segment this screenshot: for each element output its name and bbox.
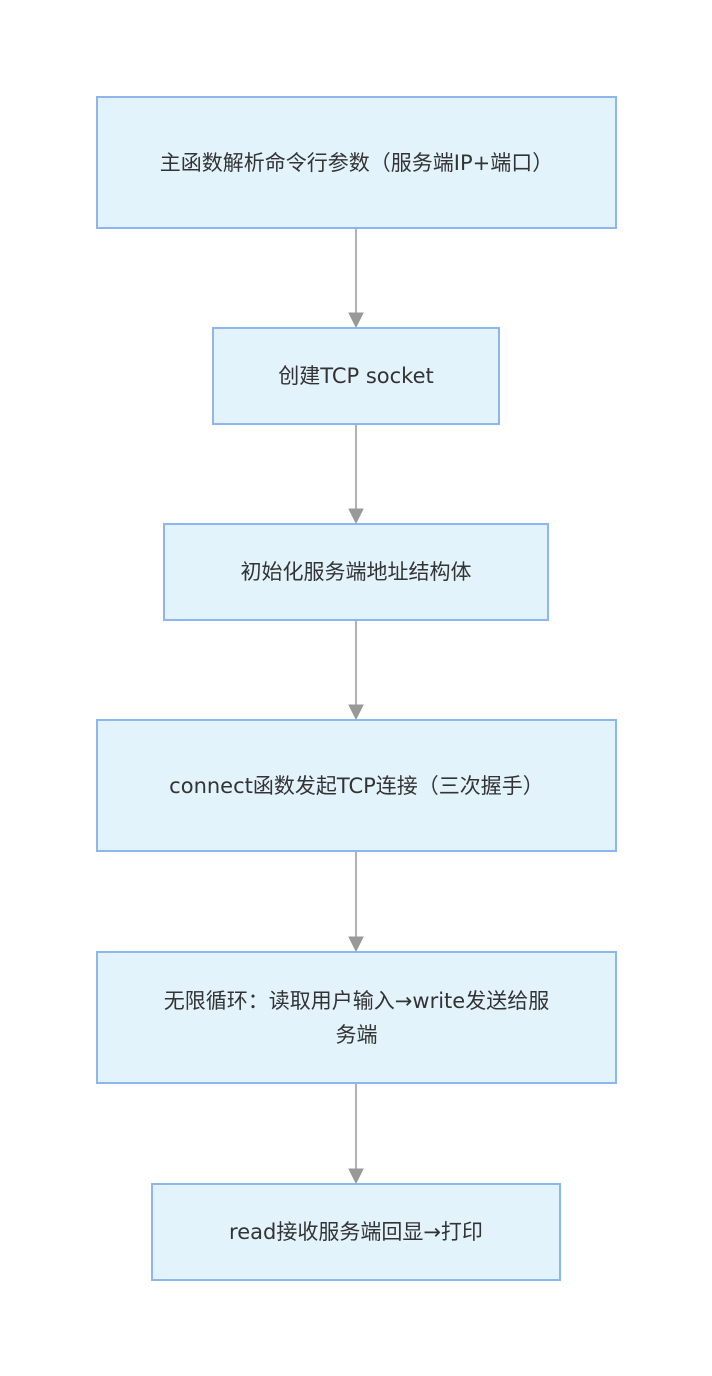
node-input-loop: 无限循环：读取用户输入→write发送给服务端 [96, 951, 617, 1084]
edge-n5-n6 [348, 1084, 364, 1185]
node-create-socket: 创建TCP socket [212, 327, 500, 425]
node-label: connect函数发起TCP连接（三次握手） [169, 773, 544, 798]
node-label: 初始化服务端地址结构体 [240, 560, 472, 584]
node-label: 主函数解析命令行参数（服务端IP+端口） [159, 150, 554, 175]
node-parse-args: 主函数解析命令行参数（服务端IP+端口） [96, 96, 617, 229]
edge-n4-n5 [348, 852, 364, 953]
node-read-echo: read接收服务端回显→打印 [151, 1183, 561, 1281]
node-label: 无限循环：读取用户输入→write发送给服务端 [163, 988, 550, 1047]
node-label: 创建TCP socket [278, 364, 434, 388]
edge-n3-n4 [348, 621, 364, 721]
edge-n2-n3 [348, 425, 364, 525]
edge-n1-n2 [348, 229, 364, 329]
node-label: read接收服务端回显→打印 [229, 1220, 483, 1244]
node-connect: connect函数发起TCP连接（三次握手） [96, 719, 617, 852]
node-init-server-addr: 初始化服务端地址结构体 [163, 523, 549, 621]
